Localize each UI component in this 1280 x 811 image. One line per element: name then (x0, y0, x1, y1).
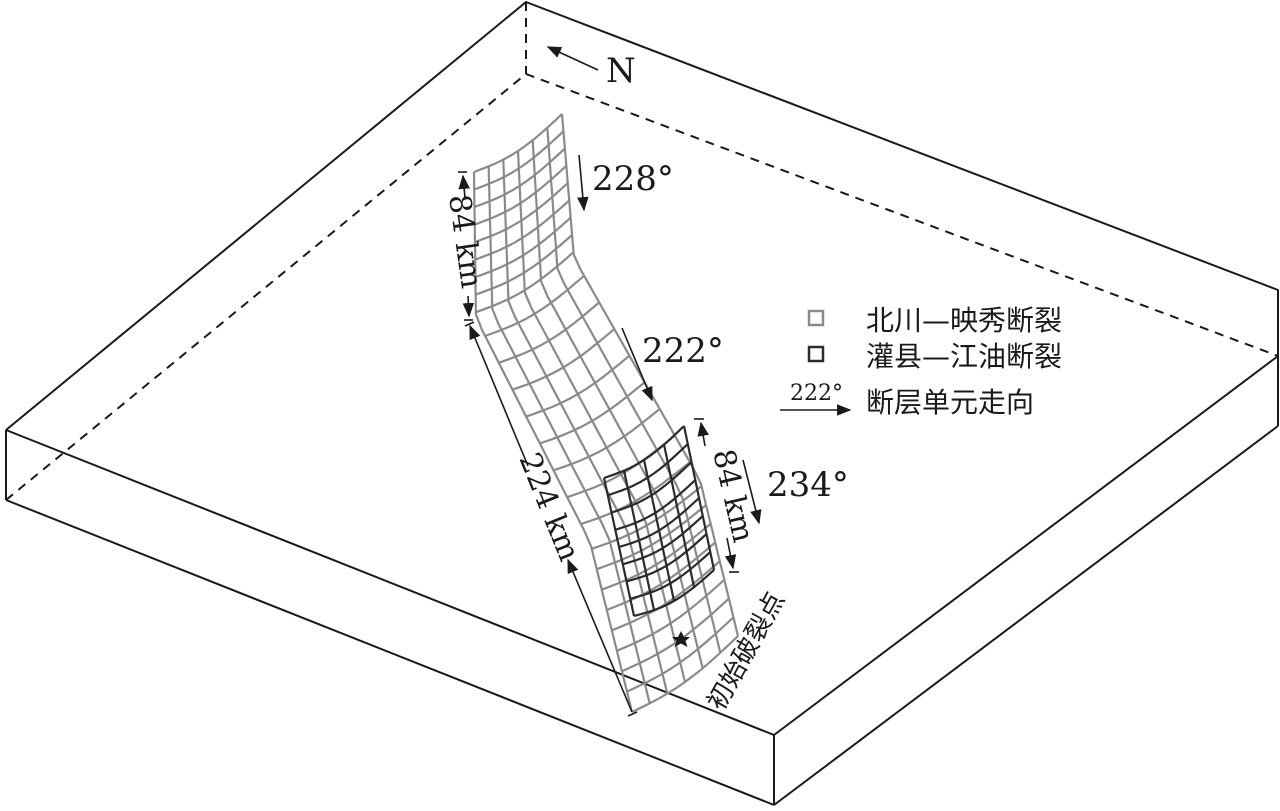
beichuan-grid-column-line (531, 140, 704, 669)
epicenter-label: 初始破裂点 (702, 587, 791, 715)
legend-swatch-guanxian (807, 345, 825, 363)
beichuan-grid-column-line (502, 159, 669, 694)
strike-arrow-middle (621, 327, 653, 402)
strike-label-north: 228° (592, 159, 674, 199)
beichuan-grid-column-line (472, 171, 634, 713)
north-label: N (606, 51, 636, 91)
north-indicator: N (546, 46, 636, 91)
dimension-north-label: 84 km (441, 192, 489, 290)
beichuan-grid-column-line (546, 127, 722, 653)
north-arrow-icon (546, 46, 599, 71)
guanxian-grid-row-line (607, 443, 689, 497)
legend-swatch-beichuan (807, 309, 825, 327)
legend: 北川—映秀断裂 灌县—江油断裂 222° 断层单元走向 (780, 304, 1062, 419)
guanxian-grid-column-line (682, 425, 716, 571)
dimension-guanxian-length (694, 418, 739, 573)
strike-label-middle: 222° (642, 331, 724, 371)
beichuan-grid-column-line (487, 166, 651, 704)
beichuan-grid-row-line (606, 541, 716, 612)
beichuan-grid-column-line (516, 150, 687, 683)
legend-label-strike: 断层单元走向 (866, 386, 1034, 419)
guanxian-grid-column-line (622, 470, 656, 611)
beichuan-grid-column-line (560, 113, 740, 637)
guanxian-jiangyou-fault-grid (602, 425, 716, 618)
legend-label-beichuan: 北川—映秀断裂 (866, 304, 1062, 337)
epicenter-star-icon (672, 631, 690, 647)
guanxian-grid-column-line (662, 444, 696, 588)
legend-label-guanxian: 灌县—江油断裂 (866, 340, 1062, 373)
guanxian-grid-column-line (602, 477, 636, 617)
block-bottom-right-edge (773, 425, 1279, 806)
legend-arrow-value: 222° (790, 381, 843, 406)
dimension-total-label: 224 km (512, 448, 587, 566)
dimension-total-length (464, 321, 638, 717)
strike-label-guanxian: 234° (767, 465, 849, 505)
beichuan-yingxiu-fault-grid (472, 113, 740, 713)
dimension-north-length (458, 171, 475, 321)
block-hidden-edges (5, 72, 1279, 501)
block-bottom-left-edge (5, 499, 775, 806)
guanxian-grid-column-line (642, 459, 676, 602)
strike-arrow-north (577, 154, 589, 212)
strike-arrow-guanxian (742, 459, 762, 525)
